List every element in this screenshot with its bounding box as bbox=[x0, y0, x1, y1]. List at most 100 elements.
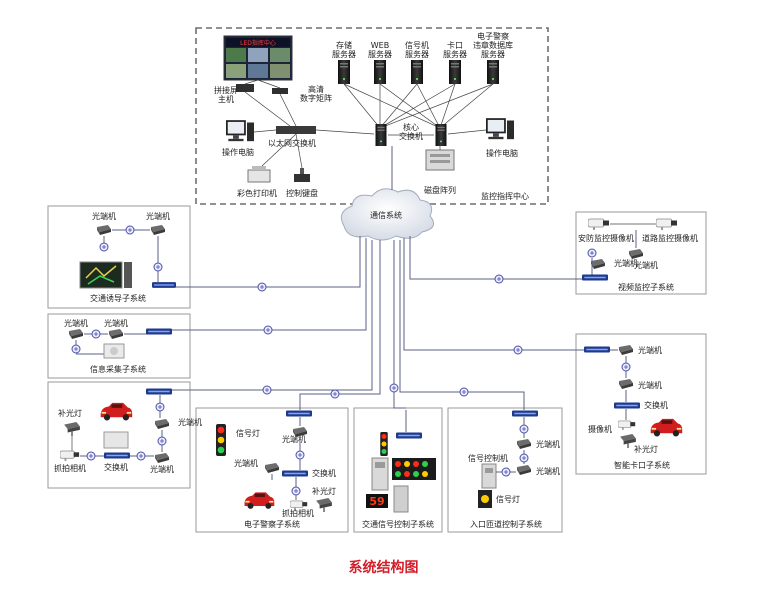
svg-text:操作电脑: 操作电脑 bbox=[222, 147, 254, 157]
svg-text:光端机: 光端机 bbox=[104, 318, 128, 328]
server-group: 存储 服务器 WEB 服务器 信号机 服务器 卡口 服务器 电子警察 违章数据库… bbox=[332, 31, 513, 84]
svg-text:光端机: 光端机 bbox=[234, 458, 258, 468]
web-server bbox=[374, 60, 386, 84]
epolice-switch bbox=[282, 470, 308, 477]
guidance-switch bbox=[152, 282, 176, 288]
signal-server bbox=[411, 60, 423, 84]
svg-text:智能卡口子系统: 智能卡口子系统 bbox=[614, 460, 670, 470]
guidance-subsystem-box bbox=[47, 205, 191, 309]
svg-text:服务器: 服务器 bbox=[332, 49, 356, 59]
svg-text:光端机: 光端机 bbox=[178, 417, 202, 427]
splice-host-device bbox=[236, 84, 254, 92]
svg-text:59: 59 bbox=[369, 495, 384, 508]
diagram-caption: 系统结构图 bbox=[348, 560, 419, 576]
svg-text:交通信号控制子系统: 交通信号控制子系统 bbox=[362, 519, 434, 529]
signal-subsystem: 59 交通信号控制子系统 bbox=[362, 410, 436, 529]
svg-text:光端机: 光端机 bbox=[146, 211, 170, 221]
svg-text:光端机: 光端机 bbox=[536, 439, 560, 449]
svg-text:电子警察: 电子警察 bbox=[477, 31, 509, 41]
ramp-top-switch bbox=[512, 410, 538, 417]
svg-text:光端机: 光端机 bbox=[536, 466, 560, 476]
svg-text:信号控制机: 信号控制机 bbox=[468, 453, 508, 463]
svg-text:光端机: 光端机 bbox=[638, 345, 662, 355]
svg-text:彩色打印机: 彩色打印机 bbox=[237, 188, 277, 198]
svg-text:卡口: 卡口 bbox=[447, 40, 463, 50]
svg-text:控制键盘: 控制键盘 bbox=[286, 188, 318, 198]
core-switch-b bbox=[435, 124, 447, 146]
svg-text:以太网交换机: 以太网交换机 bbox=[268, 138, 316, 148]
ethernet-switch-device bbox=[276, 126, 316, 134]
epolice-top-switch bbox=[286, 410, 312, 417]
info-subsystem: 光端机 光端机 信息采集子系统 bbox=[64, 318, 172, 374]
communication-cloud: 通信系统 bbox=[340, 188, 435, 241]
svg-text:道路监控摄像机: 道路监控摄像机 bbox=[642, 233, 698, 243]
capture-subsystem: 补光灯 光端机 抓拍相机 交换机 光端机 bbox=[54, 388, 202, 474]
ramp-controller-cabinet bbox=[481, 463, 497, 489]
svg-text:补光灯: 补光灯 bbox=[634, 444, 658, 454]
svg-text:监控指挥中心: 监控指挥中心 bbox=[481, 191, 529, 201]
svg-text:高清: 高清 bbox=[308, 84, 324, 94]
epolice-signal-light bbox=[216, 424, 226, 456]
operator-pc-left bbox=[226, 120, 254, 142]
capture-switch bbox=[104, 452, 130, 459]
checkpoint-top-switch bbox=[584, 346, 610, 353]
svg-text:信号灯: 信号灯 bbox=[496, 494, 520, 504]
checkpoint-subsystem: 光端机 光端机 交换机 摄像机 补光灯 智能卡口子系统 bbox=[584, 345, 683, 470]
svg-text:交换机: 交换机 bbox=[644, 400, 668, 410]
svg-text:拼接屏: 拼接屏 bbox=[214, 85, 238, 95]
svg-text:电子警察子系统: 电子警察子系统 bbox=[244, 519, 300, 529]
svg-text:存储: 存储 bbox=[336, 40, 352, 50]
svg-text:视频监控子系统: 视频监控子系统 bbox=[618, 282, 674, 292]
guidance-subsystem: 光端机 光端机 交通诱导子系统 bbox=[79, 211, 176, 303]
control-keyboard-device bbox=[294, 174, 310, 182]
svg-text:WEB: WEB bbox=[371, 41, 389, 50]
core-switch-a bbox=[375, 124, 387, 146]
svg-text:服务器: 服务器 bbox=[405, 49, 429, 59]
svg-text:数字矩阵: 数字矩阵 bbox=[300, 93, 332, 103]
svg-text:摄像机: 摄像机 bbox=[588, 424, 612, 434]
svg-text:交通诱导子系统: 交通诱导子系统 bbox=[90, 293, 146, 303]
svg-text:违章数据库: 违章数据库 bbox=[473, 40, 513, 50]
hd-matrix-device bbox=[272, 88, 288, 94]
svg-text:核心: 核心 bbox=[403, 122, 419, 132]
svg-text:入口匝道控制子系统: 入口匝道控制子系统 bbox=[470, 519, 542, 529]
svg-text:信号灯: 信号灯 bbox=[236, 428, 260, 438]
trunk-link-nodes bbox=[257, 274, 523, 399]
capture-panel bbox=[103, 431, 129, 449]
server-to-core-links bbox=[343, 83, 494, 129]
svg-text:LED指挥中心: LED指挥中心 bbox=[240, 39, 276, 47]
svg-text:磁盘阵列: 磁盘阵列 bbox=[424, 185, 456, 195]
svg-text:主机: 主机 bbox=[218, 94, 234, 104]
svg-text:抓拍相机: 抓拍相机 bbox=[54, 463, 86, 473]
video-switch bbox=[582, 274, 608, 281]
capture-top-switch bbox=[146, 388, 172, 395]
checkpoint-server bbox=[449, 60, 461, 84]
signal-top-switch bbox=[396, 432, 422, 439]
svg-text:补光灯: 补光灯 bbox=[58, 408, 82, 418]
svg-text:信号机: 信号机 bbox=[405, 40, 429, 50]
signal-light-array bbox=[392, 458, 436, 480]
signal-light-a bbox=[380, 432, 388, 456]
svg-text:服务器: 服务器 bbox=[481, 49, 505, 59]
epolice-db-server bbox=[487, 60, 499, 84]
checkpoint-switch bbox=[614, 402, 640, 409]
ramp-subsystem: 光端机 信号控制机 光端机 信号灯 入口匝道控制子系统 bbox=[468, 410, 560, 529]
svg-text:服务器: 服务器 bbox=[368, 49, 392, 59]
countdown-display bbox=[366, 494, 388, 508]
svg-text:光端机: 光端机 bbox=[634, 260, 658, 270]
svg-text:抓拍相机: 抓拍相机 bbox=[282, 508, 314, 518]
info-switch bbox=[146, 328, 172, 335]
epolice-subsystem: 信号灯 光端机 光端机 交换机 补光灯 抓拍相机 电子警察子系统 bbox=[216, 410, 336, 529]
svg-text:安防监控摄像机: 安防监控摄像机 bbox=[578, 233, 634, 243]
video-subsystem: 安防监控摄像机 道路监控摄像机 光端机 光端机 视频监控子系统 bbox=[578, 218, 698, 292]
svg-text:补光灯: 补光灯 bbox=[312, 486, 336, 496]
svg-text:光端机: 光端机 bbox=[282, 434, 306, 444]
svg-text:交换机: 交换机 bbox=[312, 468, 336, 478]
svg-text:服务器: 服务器 bbox=[443, 49, 467, 59]
svg-text:光端机: 光端机 bbox=[150, 464, 174, 474]
video-wall: LED指挥中心 bbox=[223, 35, 293, 81]
svg-text:光端机: 光端机 bbox=[92, 211, 116, 221]
operator-pc-right bbox=[486, 118, 514, 140]
svg-text:交换机: 交换机 bbox=[399, 131, 423, 141]
